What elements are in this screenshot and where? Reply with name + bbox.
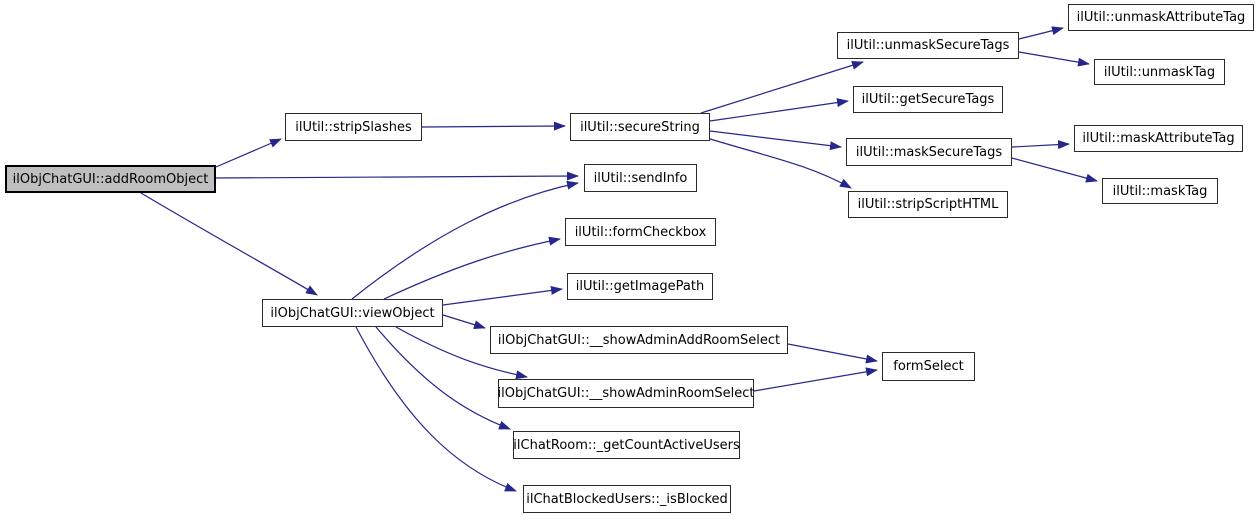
node-ilutil-unmasktag[interactable]: ilUtil::unmaskTag xyxy=(1094,59,1225,85)
edge-securestring-masksecuretags xyxy=(709,130,842,151)
node-ilobjchatgui-showadminroomselect[interactable]: ilObjChatGUI::__showAdminRoomSelect xyxy=(497,379,755,408)
edge-addroomobject-sendinfo xyxy=(215,171,579,181)
edge-showadminroomselect-formselect xyxy=(753,367,878,392)
node-ilutil-unmasksecuretags[interactable]: ilUtil::unmaskSecureTags xyxy=(837,32,1019,59)
node-ilobjchatgui-addroomobject: ilObjChatGUI::addRoomObject xyxy=(5,165,216,193)
edge-addroomobject-stripslashes xyxy=(215,138,282,168)
edge-securestring-stripscripthtml xyxy=(706,137,852,189)
edge-unmasksecuretags-unmaskattributetag xyxy=(1018,26,1064,40)
node-ilchatroom-getcountactiveusers[interactable]: ilChatRoom::_getCountActiveUsers xyxy=(513,431,740,459)
node-ilutil-securestring[interactable]: ilUtil::secureString xyxy=(570,113,710,141)
node-ilutil-maskattributetag[interactable]: ilUtil::maskAttributeTag xyxy=(1074,125,1243,152)
node-formselect[interactable]: formSelect xyxy=(882,352,975,381)
node-ilutil-stripslashes[interactable]: ilUtil::stripSlashes xyxy=(285,113,422,141)
node-ilutil-masksecuretags[interactable]: ilUtil::maskSecureTags xyxy=(846,138,1012,166)
edge-viewobject-showadminaddroomselect xyxy=(442,314,486,330)
edge-viewobject-formcheckbox xyxy=(383,236,561,300)
node-ilutil-formcheckbox[interactable]: ilUtil::formCheckbox xyxy=(565,218,716,246)
node-ilchatblockedusers-isblocked[interactable]: ilChatBlockedUsers::_isBlocked xyxy=(523,485,731,513)
edge-viewobject-getcountactiveusers xyxy=(375,326,511,430)
node-ilutil-unmaskattributetag[interactable]: ilUtil::unmaskAttributeTag xyxy=(1068,4,1254,31)
node-ilutil-masktag[interactable]: ilUtil::maskTag xyxy=(1102,178,1218,204)
node-ilobjchatgui-viewobject[interactable]: ilObjChatGUI::viewObject xyxy=(262,299,443,327)
edge-securestring-getsecuretags xyxy=(709,98,849,122)
node-ilutil-stripscripthtml[interactable]: ilUtil::stripScriptHTML xyxy=(848,191,1008,218)
edge-viewobject-isblocked xyxy=(355,326,517,492)
node-ilutil-sendinfo[interactable]: ilUtil::sendInfo xyxy=(584,164,697,192)
edge-securestring-unmasksecuretags xyxy=(700,61,864,114)
node-ilutil-getsecuretags[interactable]: ilUtil::getSecureTags xyxy=(853,86,1003,113)
edge-viewobject-getimagepath xyxy=(442,286,563,306)
edge-unmasksecuretags-unmasktag xyxy=(1018,51,1090,67)
edge-viewobject-showadminroomselect xyxy=(395,326,528,380)
edge-viewobject-sendinfo xyxy=(351,180,579,300)
edge-masksecuretags-maskattributetag xyxy=(1011,140,1070,150)
edge-stripslashes-securestring xyxy=(421,121,566,131)
edge-showadminaddroomselect-formselect xyxy=(787,343,878,364)
edge-masksecuretags-masktag xyxy=(1011,157,1098,183)
node-ilutil-getimagepath[interactable]: ilUtil::getImagePath xyxy=(567,273,713,300)
node-ilobjchatgui-showadminaddroomselect[interactable]: ilObjChatGUI::__showAdminAddRoomSelect xyxy=(490,326,788,354)
edge-addroomobject-viewobject xyxy=(140,192,318,296)
